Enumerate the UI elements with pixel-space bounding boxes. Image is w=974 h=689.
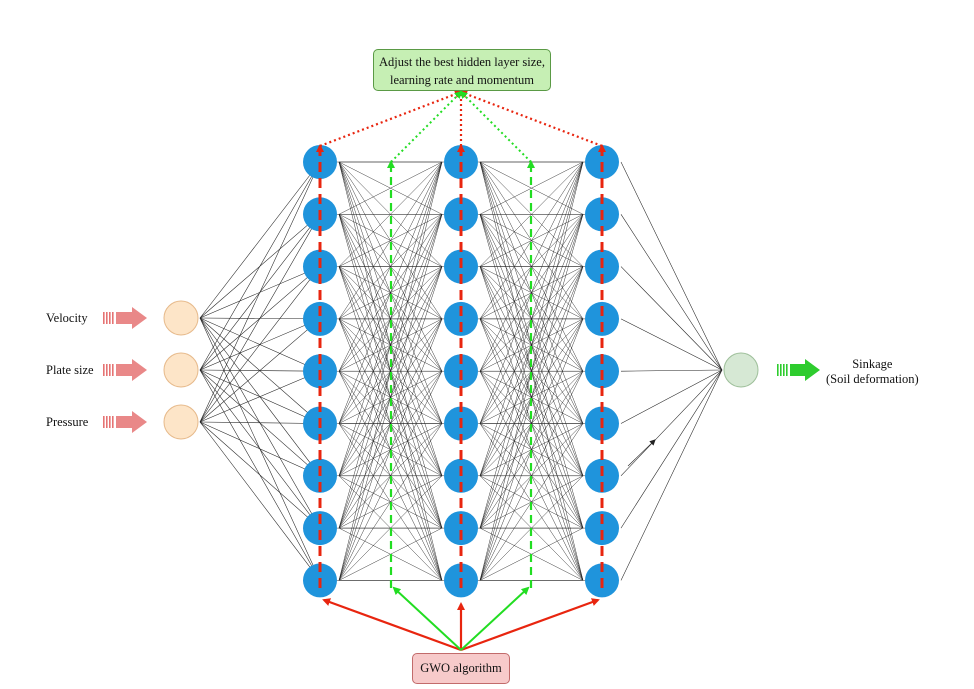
input-node-3 [163, 404, 199, 440]
gwo-algorithm-box: GWO algorithm [412, 653, 510, 684]
edge-hidden-hidden [338, 161, 443, 424]
edge-input-hidden [199, 161, 321, 423]
hidden-node-l3-8 [585, 511, 619, 546]
edge-input-hidden [199, 421, 321, 424]
connection-edges [199, 161, 723, 581]
edge-hidden-hidden [479, 161, 584, 529]
edge-hidden-output [620, 369, 723, 424]
gwo-green-arrow-1 [392, 586, 462, 651]
input-node-1 [163, 300, 199, 336]
edge-hidden-hidden [479, 161, 584, 320]
input-arrow-tail [109, 364, 111, 376]
red-dotted-line-2 [459, 90, 603, 148]
edge-input-hidden [199, 214, 321, 423]
output-arrow-tail [777, 364, 779, 376]
io-arrows [103, 307, 820, 433]
edge-hidden-output [620, 369, 723, 581]
hidden-node-l2-4 [444, 301, 478, 336]
output-arrow-tail [780, 364, 782, 376]
input-arrow-tail [106, 416, 108, 428]
input-arrow-tail [106, 364, 108, 376]
input-arrow-tail [109, 312, 111, 324]
edge-hidden-hidden [338, 161, 443, 215]
edge-hidden-hidden [338, 423, 443, 581]
edge-hidden-output [620, 369, 723, 529]
edge-hidden-output [620, 318, 723, 371]
edge-hidden-hidden [479, 423, 584, 581]
edge-hidden-hidden [338, 214, 443, 581]
input-label-plate-size: Plate size [46, 363, 94, 377]
edge-arrowhead [627, 439, 656, 467]
hyperparameter-line1: Adjust the best hidden layer size, [379, 55, 545, 69]
edge-input-hidden [199, 266, 321, 423]
input-arrow-tail [109, 416, 111, 428]
edge-hidden-hidden [479, 161, 584, 424]
edge-hidden-output [620, 369, 723, 372]
edge-input-hidden [199, 421, 321, 477]
red-dotted-line-1 [319, 90, 463, 148]
input-label-pressure: Pressure [46, 415, 89, 429]
input-arrow-tail [112, 312, 114, 324]
output-arrow-tail [786, 364, 788, 376]
gwo-overlay-arrows [316, 90, 606, 652]
edge-hidden-hidden [338, 161, 443, 529]
output-label-line2: (Soil deformation) [826, 372, 919, 386]
gwo-algorithm-label: GWO algorithm [420, 661, 502, 675]
output-node [723, 352, 759, 388]
input-arrow-3 [116, 411, 147, 433]
output-label: Sinkage (Soil deformation) [826, 357, 919, 387]
edge-hidden-output [620, 266, 723, 371]
input-arrow-tail [103, 364, 105, 376]
input-arrow-tail [106, 312, 108, 324]
hidden-node-l3-4 [585, 301, 619, 336]
edge-input-hidden [199, 421, 321, 529]
edge-input-hidden [199, 421, 321, 581]
input-arrow-1 [116, 307, 147, 329]
edge-hidden-hidden [479, 161, 584, 215]
edge-hidden-hidden [338, 318, 443, 581]
edge-hidden-output [620, 214, 723, 371]
hidden-node-l2-8 [444, 511, 478, 546]
edge-input-hidden [199, 161, 321, 319]
gwo-red-arrow-2 [460, 598, 600, 652]
hyperparameter-line2: learning rate and momentum [389, 73, 535, 87]
input-arrow-tail [103, 312, 105, 324]
edge-input-hidden [199, 161, 321, 371]
input-label-velocity: Velocity [46, 311, 88, 325]
gwo-red-arrow-1 [322, 598, 462, 652]
edge-hidden-hidden [338, 161, 443, 320]
input-arrow-tail [103, 416, 105, 428]
edge-input-hidden [199, 318, 321, 423]
output-arrow-tail [783, 364, 785, 376]
output-arrow [790, 359, 820, 381]
edge-hidden-hidden [479, 318, 584, 581]
input-arrow-tail [112, 416, 114, 428]
hidden-node-l1-8 [303, 511, 337, 546]
edge-input-hidden [199, 370, 321, 423]
hyperparameter-box: Adjust the best hidden layer size, learn… [373, 49, 551, 91]
edge-hidden-output [620, 161, 723, 371]
hidden-node-l1-4 [303, 301, 337, 336]
edge-hidden-hidden [479, 214, 584, 581]
input-arrow-tail [112, 364, 114, 376]
green-dotted-line-1 [390, 90, 463, 163]
input-arrow-2 [116, 359, 147, 381]
green-dotted-line-2 [459, 90, 532, 163]
input-node-2 [163, 352, 199, 388]
gwo-green-arrow-2 [460, 586, 530, 651]
output-label-line1: Sinkage [852, 357, 893, 371]
edge-hidden-output [620, 369, 723, 476]
